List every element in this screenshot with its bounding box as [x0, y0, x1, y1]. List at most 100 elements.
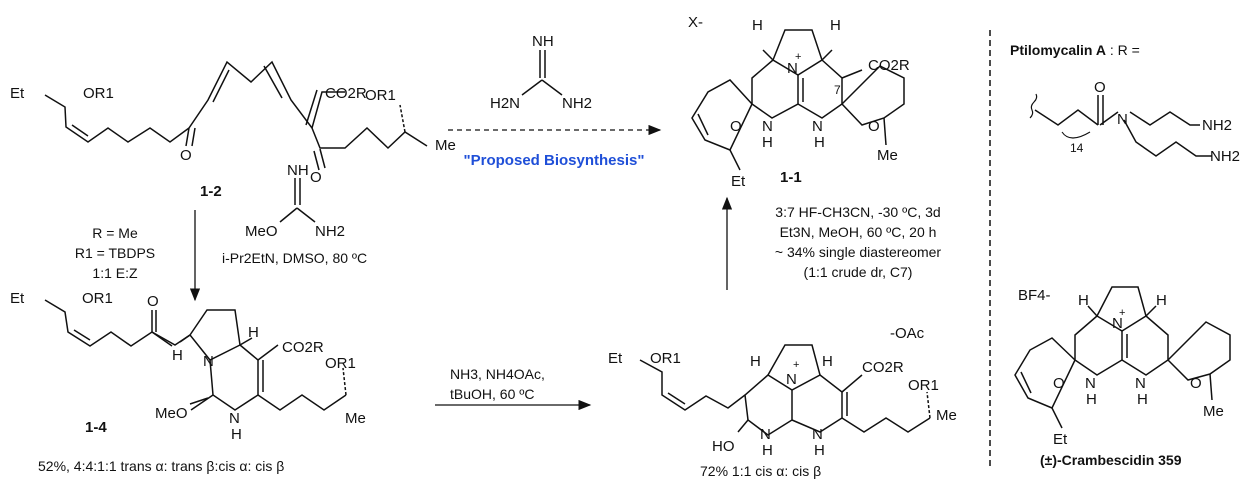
svg-text:H: H [814, 134, 825, 151]
svg-text:H: H [830, 17, 841, 34]
guanidine-labels: NH H2N NH2 [490, 33, 592, 112]
svg-text:CO2R: CO2R [868, 57, 910, 74]
svg-text:N: N [762, 118, 773, 135]
svg-text:HO: HO [712, 438, 735, 455]
svg-text:+: + [793, 359, 799, 371]
svg-text:N: N [787, 60, 798, 77]
svg-text:O: O [730, 118, 742, 135]
svg-text:N: N [1112, 315, 1123, 332]
compound-1-4-yield: 52%, 4:4:1:1 trans α: trans β:cis α: cis… [38, 458, 285, 474]
svg-text:NH: NH [532, 33, 554, 50]
svg-text:O: O [147, 293, 159, 310]
svg-text:O: O [868, 118, 880, 135]
svg-text:O: O [310, 169, 322, 186]
svg-text:NH2: NH2 [562, 95, 592, 112]
svg-text:H: H [762, 134, 773, 151]
svg-text:14: 14 [1070, 141, 1084, 155]
compound-1-2-id: 1-2 [200, 183, 222, 200]
isourea-structure [279, 178, 316, 223]
svg-text:NH2: NH2 [1202, 117, 1232, 134]
svg-text:NH: NH [287, 162, 309, 179]
svg-text:Me: Me [345, 410, 366, 427]
svg-text:OR1: OR1 [908, 377, 939, 394]
compound-1-1-labels: X- H H + N 7 CO2R N N H H O O Et Me 1-1 [688, 14, 910, 190]
svg-text:CO2R: CO2R [282, 339, 324, 356]
svg-text:MeO: MeO [245, 223, 278, 240]
intermediate-structure [639, 344, 931, 436]
svg-text:N: N [786, 371, 797, 388]
svg-text:H: H [752, 17, 763, 34]
svg-text:H: H [1078, 292, 1089, 309]
svg-text:H: H [814, 442, 825, 459]
compound-1-4-structure [44, 299, 347, 411]
compound-1-2-structure [44, 60, 428, 171]
step3-condition-2: Et3N, MeOH, 60 ºC, 20 h [779, 224, 937, 240]
step3-condition-4: (1:1 crude dr, C7) [803, 264, 913, 280]
compound-1-4-id: 1-4 [85, 419, 107, 436]
svg-text:X-: X- [688, 14, 703, 31]
svg-text:N: N [812, 426, 823, 443]
svg-text:N: N [1085, 375, 1096, 392]
step1-condition-ratio: 1:1 E:Z [92, 265, 138, 281]
ptilomycalin-title: Ptilomycalin A : R = [1010, 42, 1140, 59]
svg-text:H: H [1137, 391, 1148, 408]
svg-text:OR1: OR1 [82, 290, 113, 307]
svg-text:-OAc: -OAc [890, 325, 925, 342]
svg-text:Et: Et [10, 85, 25, 102]
svg-text:7: 7 [834, 83, 841, 97]
svg-text:CO2R: CO2R [862, 359, 904, 376]
svg-text:Me: Me [877, 147, 898, 164]
step3-condition-3: ~ 34% single diastereomer [774, 244, 942, 260]
compound-1-4-labels: Et OR1 O H H CO2R OR1 N N MeO H Me 1-4 [10, 290, 366, 443]
compound-1-1-structure [691, 29, 905, 171]
svg-text:N: N [812, 118, 823, 135]
intermediate-yield: 72% 1:1 cis α: cis β [700, 463, 822, 479]
svg-text:OR1: OR1 [83, 85, 114, 102]
svg-text:H2N: H2N [490, 95, 520, 112]
ptilomycalin-r-label: : R = [1109, 42, 1140, 58]
svg-text:+: + [1119, 307, 1125, 319]
svg-text:OR1: OR1 [650, 350, 681, 367]
step2-condition-1: NH3, NH4OAc, [450, 366, 545, 382]
svg-text:MeO: MeO [155, 405, 188, 422]
intermediate-labels: Et OR1 H H + N -OAc CO2R OR1 HO N N H H … [608, 325, 957, 459]
isourea-labels: NH MeO NH2 [245, 162, 345, 240]
step2-condition-2: tBuOH, 60 ºC [450, 386, 535, 402]
svg-text:H: H [750, 353, 761, 370]
crambescidin-name: (±)-Crambescidin 359 [1040, 452, 1182, 468]
svg-text:Et: Et [1053, 431, 1068, 448]
svg-text:H: H [231, 426, 242, 443]
compound-1-2-labels: Et OR1 CO2R OR1 Me O O 1-2 [10, 85, 456, 200]
svg-text:O: O [180, 147, 192, 164]
step3-condition-1: 3:7 HF-CH3CN, -30 ºC, 3d [775, 204, 941, 220]
svg-text:Et: Et [731, 173, 746, 190]
guanidine-structure [521, 50, 563, 96]
svg-text:H: H [1156, 292, 1167, 309]
svg-text:N: N [1135, 375, 1146, 392]
svg-text:O: O [1190, 375, 1202, 392]
svg-text:BF4-: BF4- [1018, 287, 1051, 304]
svg-text:N: N [203, 353, 214, 370]
svg-text:O: O [1053, 375, 1065, 392]
svg-text:H: H [822, 353, 833, 370]
svg-text:NH2: NH2 [1210, 148, 1240, 165]
svg-text:OR1: OR1 [325, 355, 356, 372]
svg-text:H: H [248, 324, 259, 341]
svg-text:N: N [1117, 111, 1128, 128]
svg-text:O: O [1094, 79, 1106, 96]
svg-text:Me: Me [936, 407, 957, 424]
svg-text:H: H [762, 442, 773, 459]
step1-base-label: i-Pr2EtN, DMSO, 80 ºC [222, 250, 368, 266]
svg-text:Me: Me [1203, 403, 1224, 420]
ptilomycalin-labels: O N NH2 NH2 14 [1070, 79, 1240, 165]
svg-text:Me: Me [435, 137, 456, 154]
crambescidin-structure [1014, 286, 1231, 429]
proposed-biosynthesis-label: "Proposed Biosynthesis" [463, 152, 645, 169]
ptilomycalin-name: Ptilomycalin A [1010, 42, 1106, 58]
svg-text:N: N [229, 410, 240, 427]
ptilomycalin-structure [1029, 93, 1212, 157]
step1-condition-r1: R1 = TBDPS [74, 245, 156, 261]
svg-text:Et: Et [608, 350, 623, 367]
compound-1-1-id: 1-1 [780, 169, 802, 186]
